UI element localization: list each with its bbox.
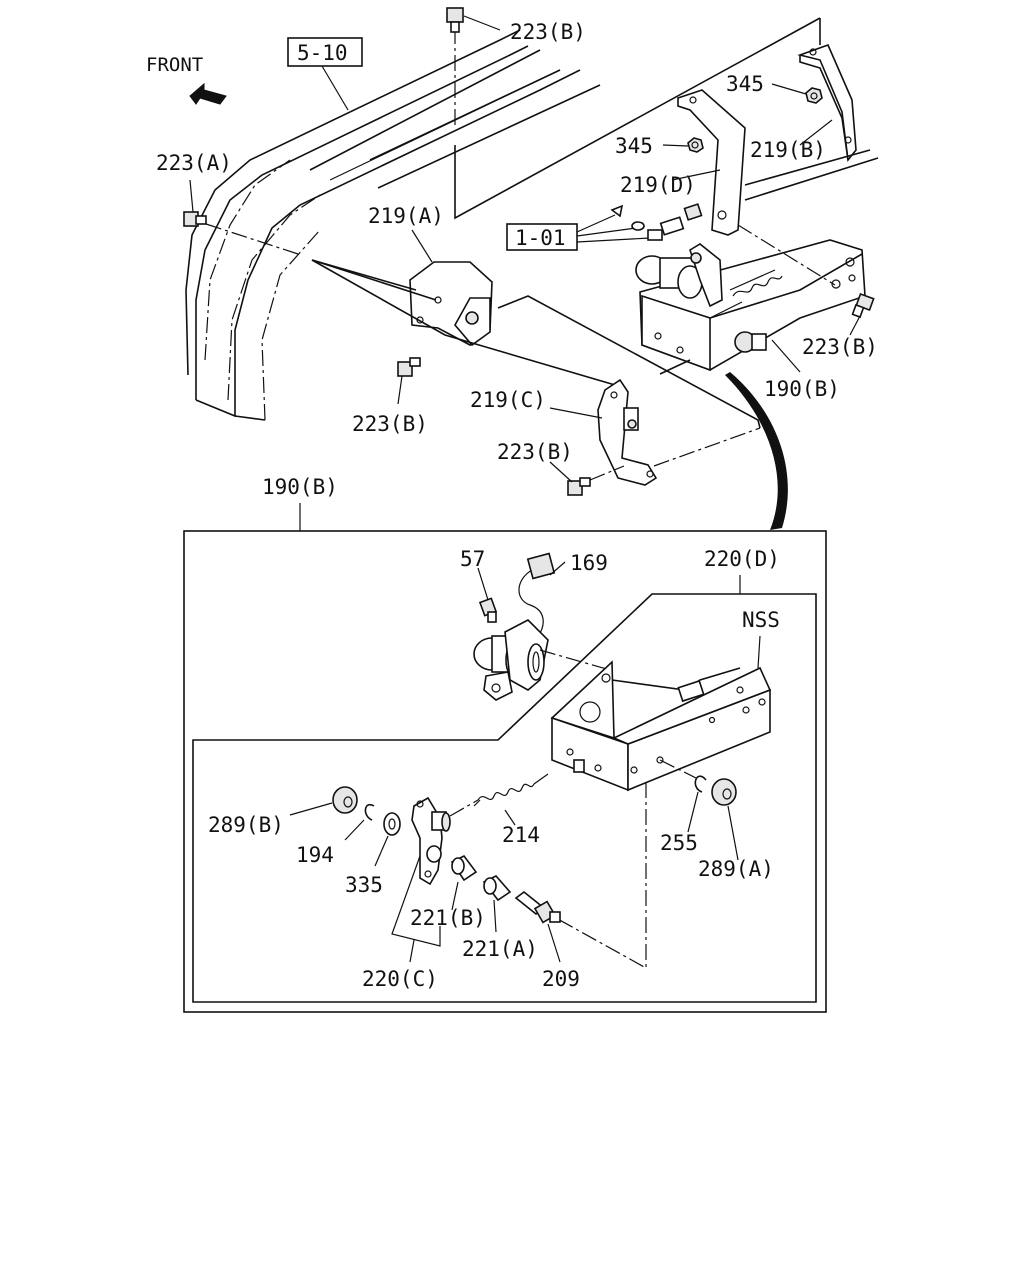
callout-169: 169: [570, 551, 608, 575]
nut-icon: [805, 87, 823, 104]
callout-220c: 220(C): [362, 967, 438, 991]
callout-194: 194: [296, 843, 334, 867]
callout-223b-left: 223(B): [352, 412, 428, 436]
bolt-209: [514, 890, 561, 924]
callout-289b: 289(B): [208, 813, 284, 837]
callout-219d: 219(D): [620, 173, 696, 197]
nut-icon: [687, 137, 704, 153]
callout-223a: 223(A): [156, 151, 232, 175]
callout-345-right: 345: [726, 72, 764, 96]
bolt-icon: [446, 7, 464, 33]
bolt-icon: [183, 211, 207, 227]
bracket-219a: [409, 261, 493, 347]
callout-190b-box: 190(B): [262, 475, 338, 499]
callout-57: 57: [460, 547, 485, 571]
nut-289b: [332, 786, 358, 814]
callout-345-mid: 345: [615, 134, 653, 158]
callout-335: 335: [345, 873, 383, 897]
clip-194: [364, 803, 375, 821]
switch-169: [473, 552, 556, 701]
bracket-219d: [677, 89, 746, 236]
callout-223b-right: 223(B): [802, 335, 878, 359]
callout-190b-right: 190(B): [764, 377, 840, 401]
callout-nss: NSS: [742, 608, 780, 632]
callout-289a: 289(A): [698, 857, 774, 881]
nut-289a: [711, 778, 737, 806]
cable-end-icon: [610, 203, 703, 241]
assembly-190b-upper: [635, 239, 866, 372]
bracket-219c: [597, 378, 658, 486]
ref-1-01-label: 1-01: [515, 226, 566, 250]
detail-arrow: [725, 372, 788, 530]
clip-255: [694, 775, 707, 793]
front-arrow-icon: [189, 82, 227, 105]
cab-frame-outline: [185, 29, 601, 421]
bolt-icon: [397, 357, 421, 377]
callout-221b: 221(B): [410, 906, 486, 930]
callout-214: 214: [502, 823, 540, 847]
callout-219a: 219(A): [368, 204, 444, 228]
detail-box-220d: [192, 593, 817, 1003]
bolt-icon: [567, 477, 591, 496]
bushing-221a: [482, 875, 512, 902]
callout-219b: 219(B): [750, 138, 826, 162]
ref-box-1-01: [506, 223, 578, 251]
washer-335: [383, 812, 401, 836]
callout-223b-top: 223(B): [510, 20, 586, 44]
screw-icon: [478, 597, 498, 623]
callout-221a: 221(A): [462, 937, 538, 961]
bracket-220d: [550, 660, 772, 792]
front-label: FRONT: [146, 54, 203, 76]
lever-220c: [411, 796, 451, 886]
detail-box-190b: [183, 530, 827, 1013]
ref-box-5-10: [287, 37, 363, 67]
bushing-221b: [450, 854, 478, 882]
callout-219c: 219(C): [470, 388, 546, 412]
bolt-icon: [851, 292, 875, 319]
callout-209: 209: [542, 967, 580, 991]
callout-255: 255: [660, 831, 698, 855]
callout-223b-mid: 223(B): [497, 440, 573, 464]
ref-5-10-label: 5-10: [297, 41, 348, 65]
callout-220d: 220(D): [704, 547, 780, 571]
spring-214: [473, 773, 549, 807]
